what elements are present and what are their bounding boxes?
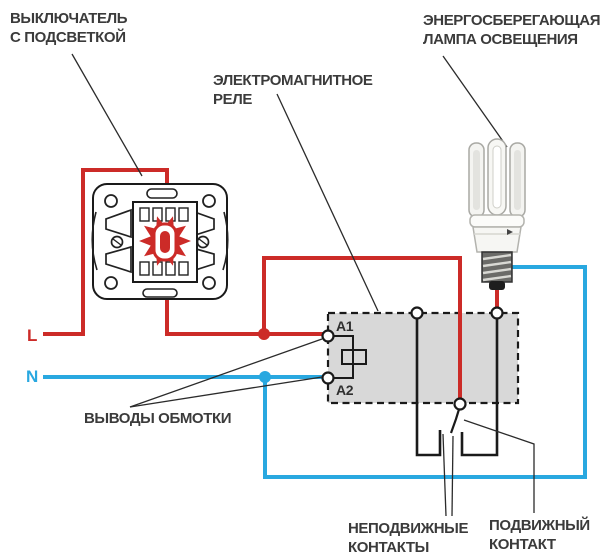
terminal-a1-label: A1	[336, 318, 354, 334]
lamp-label: ЭНЕРГОСБЕРЕГАЮЩАЯ ЛАМПА ОСВЕЩЕНИЯ	[423, 11, 600, 49]
switch-label: ВЫКЛЮЧАТЕЛЬ С ПОДСВЕТКОЙ	[10, 9, 128, 47]
switch-plate-slots	[91, 188, 229, 298]
lamp-illustration	[468, 138, 526, 290]
lamp-label-line1: ЭНЕРГОСБЕРЕГАЮЩАЯ	[423, 12, 601, 29]
movable-contact-label-line1: ПОДВИЖНЫЙ	[489, 517, 590, 534]
coil-symbol	[341, 349, 367, 365]
switch-label-line1: ВЫКЛЮЧАТЕЛЬ	[10, 10, 128, 27]
backlight-indicator	[139, 216, 191, 266]
lamp-leader	[442, 55, 508, 148]
terminal-a2-label: A2	[336, 382, 354, 398]
live-wire-to-switch	[43, 168, 169, 336]
switch-claws	[105, 208, 215, 274]
neutral-wire-to-lamp	[263, 265, 587, 479]
lamp-label-line2: ЛАМПА ОСВЕЩЕНИЯ	[423, 31, 578, 48]
coil-terminal-leader-a1	[129, 338, 323, 408]
lamp-tubes	[468, 138, 526, 218]
switch-screw-holes	[104, 194, 216, 290]
neutral-junction-dot	[259, 371, 271, 383]
coil-terminal-leader-a2	[129, 376, 323, 408]
indicator-core	[160, 231, 170, 253]
live-line-label: L	[27, 326, 38, 345]
relay-label-line2: РЕЛЕ	[213, 91, 252, 108]
relay-body	[328, 313, 518, 403]
movable-contact-label: ПОДВИЖНЫЙ КОНТАКТ	[489, 516, 590, 554]
fixed-contact-leader-left	[442, 433, 447, 517]
lamp-screw-base	[481, 251, 513, 290]
lamp-housing	[469, 214, 525, 253]
relay-label-line1: ЭЛЕКТРОМАГНИТНОЕ	[213, 72, 373, 89]
movable-contact-label-line2: КОНТАКТ	[489, 536, 556, 553]
live-junction-dot	[258, 328, 270, 340]
housing-arrow-mark	[507, 229, 513, 235]
fixed-contact-leader-right	[451, 435, 454, 517]
terminal-a1-circle	[321, 329, 335, 343]
fixed-contacts-label-line2: КОНТАКТЫ	[348, 539, 429, 556]
live-wire	[43, 168, 499, 399]
terminal-common-circle	[453, 397, 467, 411]
coil-wire	[331, 335, 354, 379]
terminal-nc-circle	[410, 306, 424, 320]
relay-terminals	[321, 306, 504, 411]
coil-terminals-label: ВЫВОДЫ ОБМОТКИ	[84, 410, 232, 427]
switch-label-line2: С ПОДСВЕТКОЙ	[10, 29, 126, 46]
terminal-a2-circle	[321, 371, 335, 385]
wires	[43, 168, 587, 479]
terminal-lamp-circle	[490, 306, 504, 320]
switch-leader	[71, 53, 143, 177]
relay-box	[326, 311, 520, 457]
relay-label: ЭЛЕКТРОМАГНИТНОЕ РЕЛЕ	[213, 71, 373, 109]
neutral-line-label: N	[26, 367, 39, 386]
live-wire-to-contact-common	[262, 256, 462, 399]
fixed-contact-left	[415, 313, 442, 457]
fixed-contact-right	[460, 313, 499, 457]
relay-contact-conductors	[415, 313, 499, 457]
relay-coil	[331, 335, 367, 379]
fixed-contacts-label-line1: НЕПОДВИЖНЫЕ	[348, 520, 469, 537]
leader-lines	[71, 53, 535, 517]
base-contact-tip	[489, 281, 505, 290]
relay-leader	[276, 93, 379, 312]
switch-illustration	[91, 183, 229, 300]
movable-contact-leader	[463, 419, 535, 513]
neutral-wire	[43, 265, 587, 479]
fixed-contacts-label: НЕПОДВИЖНЫЕ КОНТАКТЫ	[348, 519, 468, 557]
